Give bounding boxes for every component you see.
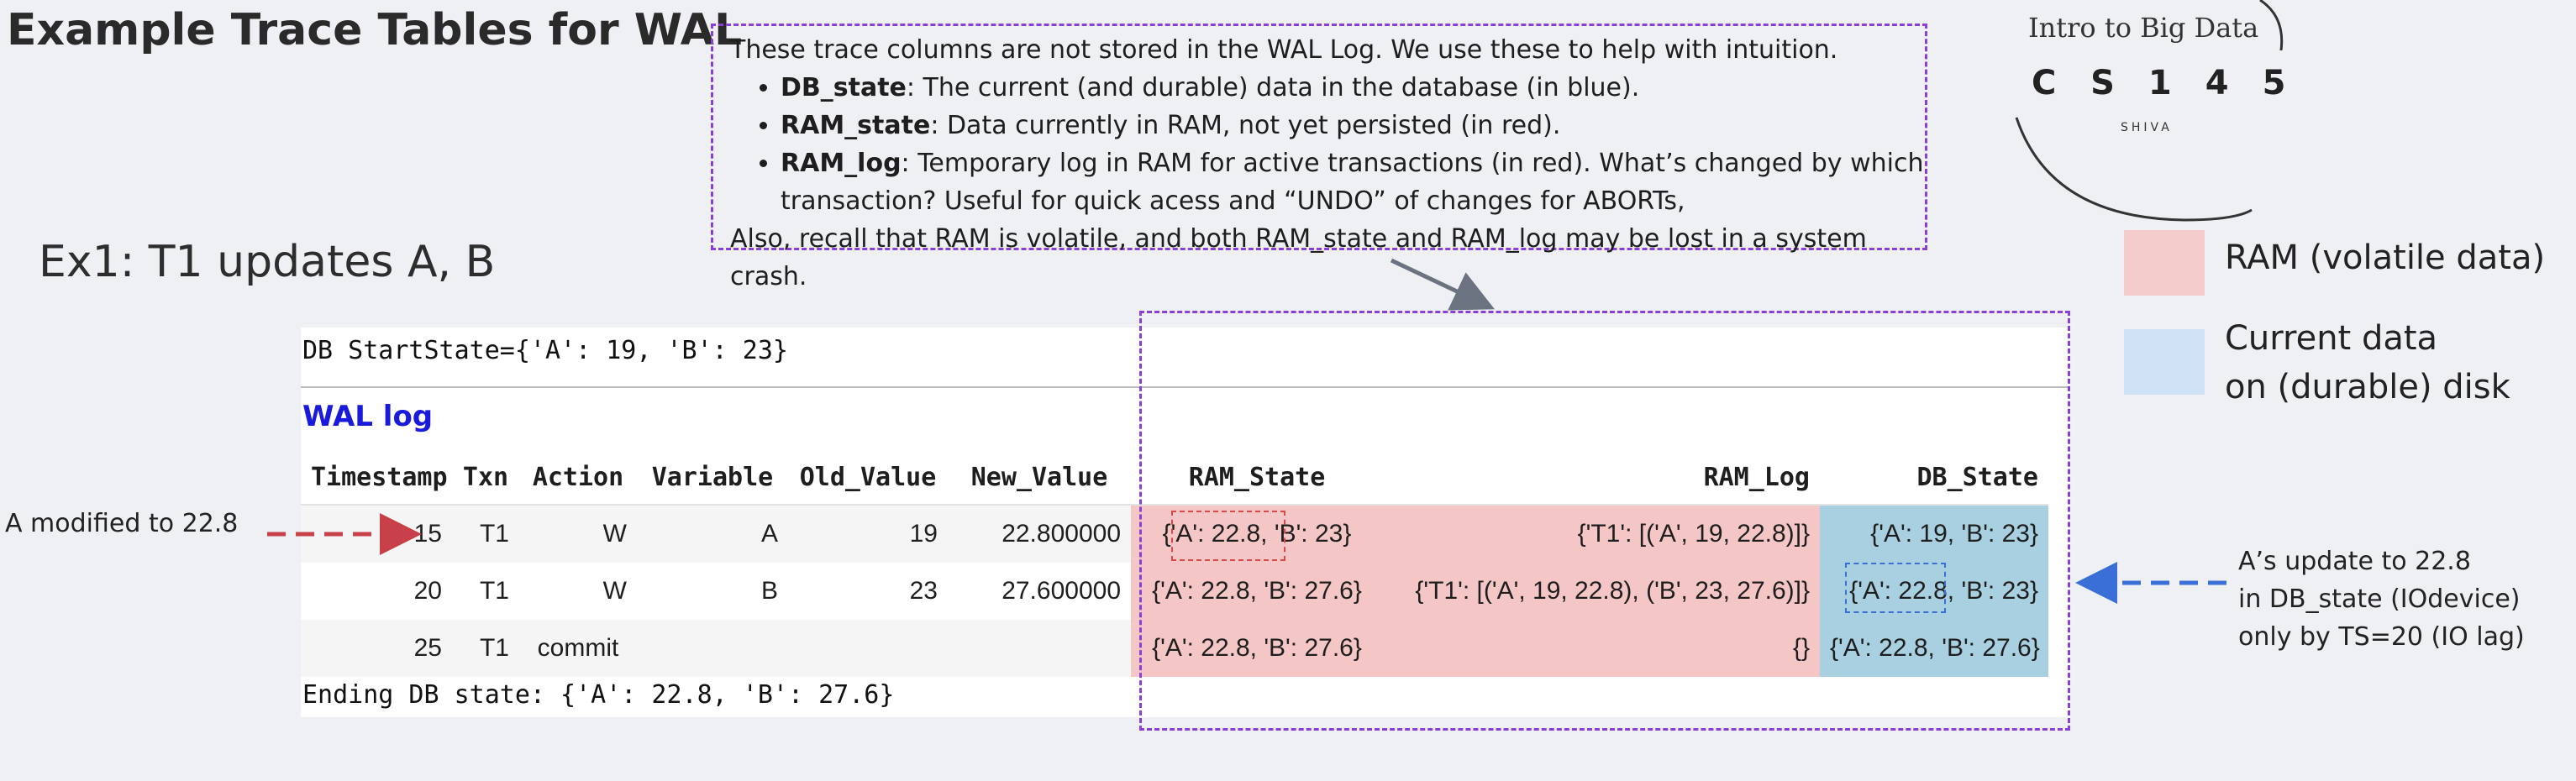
col-header: Action (519, 450, 637, 506)
logo-author: SHIVA (2121, 121, 2173, 134)
cell-ram-log: {} (1383, 620, 1820, 677)
note-ram-state: RAM_state: Data currently in RAM, not ye… (781, 107, 1925, 144)
annotation-right-line: A’s update to 22.8 (2238, 547, 2471, 576)
cell-action: W (602, 577, 627, 605)
col-header: New_Value (948, 450, 1131, 506)
trace-table: Timestamp Txn Action Variable Old_Value … (301, 450, 2048, 677)
col-header: Variable (637, 450, 788, 506)
legend-label-disk-1: Current data (2225, 319, 2438, 358)
highlight-a-db (1845, 563, 1946, 613)
legend-label-disk-2: on (durable) disk (2225, 368, 2510, 406)
cell-timestamp: 25 (301, 620, 452, 677)
logo-arc (2015, 0, 2284, 222)
trace-columns-box (1139, 311, 2070, 731)
col-header: DB_State (1820, 450, 2048, 506)
cell-old-value: 19 (788, 505, 948, 563)
annotation-right-line: in DB_state (IOdevice) (2238, 584, 2521, 614)
col-header: Timestamp (301, 450, 452, 506)
cell-ram-state: {'A': 22.8, 'B': 27.6} (1131, 563, 1383, 620)
ending-state: Ending DB state: {'A': 22.8, 'B': 27.6} (302, 680, 895, 710)
table-row: 20 T1 W B 23 27.600000 {'A': 22.8, 'B': … (301, 563, 2048, 620)
page-title: Example Trace Tables for WAL (7, 5, 743, 55)
cell-new-value: 27.600000 (1001, 577, 1121, 605)
table-header-row: Timestamp Txn Action Variable Old_Value … (301, 450, 2048, 506)
col-header: Old_Value (788, 450, 948, 506)
annotation-right: A’s update to 22.8 in DB_state (IOdevice… (2238, 543, 2525, 656)
divider (301, 386, 2070, 388)
legend-swatch-ram (2124, 230, 2205, 296)
notes-outro: Also, recall that RAM is volatile, and b… (730, 224, 1867, 291)
annotation-right-line: only by TS=20 (IO lag) (2238, 622, 2525, 652)
legend-swatch-disk (2124, 329, 2205, 395)
note-term: DB_state (781, 73, 907, 102)
cell-variable: A (637, 505, 788, 563)
note-ram-log: RAM_log: Temporary log in RAM for active… (781, 144, 1925, 220)
cell-db-state: {'A': 19, 'B': 23} (1820, 505, 2048, 563)
logo-course-number: CS145 (2032, 64, 2320, 102)
wal-log-heading: WAL log (302, 400, 434, 433)
col-header: RAM_State (1131, 450, 1383, 506)
cell-txn: T1 (452, 620, 519, 677)
table-row: 15 T1 W A 19 22.800000 {'A': 22.8, 'B': … (301, 505, 2048, 563)
note-text: : Temporary log in RAM for active transa… (781, 149, 1924, 216)
cell-ram-state: {'A': 22.8, 'B': 27.6} (1131, 620, 1383, 677)
table-row: 25 T1 commit {'A': 22.8, 'B': 27.6} {} {… (301, 620, 2048, 677)
cell-new-value (948, 620, 1131, 677)
cell-ram-log: {'T1': [('A', 19, 22.8), ('B', 23, 27.6)… (1383, 563, 1820, 620)
col-header: Txn (452, 450, 519, 506)
cell-txn: T1 (452, 505, 519, 563)
cell-db-state: {'A': 22.8, 'B': 27.6} (1820, 620, 2048, 677)
start-state: DB StartState={'A': 19, 'B': 23} (302, 336, 788, 365)
notes-intro: These trace columns are not stored in th… (730, 35, 1838, 65)
annotation-left: A modified to 22.8 (5, 509, 239, 538)
cell-variable: B (760, 577, 778, 605)
logo-caption: Intro to Big Data (2028, 12, 2259, 44)
notes-to-box-arrow (1390, 258, 1496, 311)
cell-new-value: 22.800000 (948, 505, 1131, 563)
cell-old-value (788, 620, 948, 677)
note-db-state: DB_state: The current (and durable) data… (781, 69, 1925, 107)
highlight-a-ram (1171, 511, 1285, 561)
note-text: : The current (and durable) data in the … (906, 73, 1640, 102)
cell-ram-state: {'A': 22.8, 'B': 23} (1131, 505, 1383, 563)
cell-variable (637, 620, 788, 677)
cell-action: W (519, 505, 637, 563)
cell-old-value: 23 (909, 577, 938, 605)
cell-txn: T1 (479, 577, 509, 605)
note-term: RAM_log (781, 149, 902, 178)
note-text: : Data currently in RAM, not yet persist… (930, 111, 1561, 140)
cell-db-state: {'A': 22.8, 'B': 23} (1820, 563, 2048, 620)
cell-ram-log: {'T1': [('A', 19, 22.8)]} (1383, 505, 1820, 563)
cell-action: commit (519, 620, 637, 677)
notes-bullet-list: DB_state: The current (and durable) data… (730, 69, 1925, 220)
example-subtitle: Ex1: T1 updates A, B (39, 237, 496, 287)
col-header: RAM_Log (1383, 450, 1820, 506)
notes-box: These trace columns are not stored in th… (711, 24, 1927, 291)
note-term: RAM_state (781, 111, 931, 140)
legend-label-ram: RAM (volatile data) (2225, 238, 2546, 277)
cell-timestamp: 20 (413, 577, 442, 605)
